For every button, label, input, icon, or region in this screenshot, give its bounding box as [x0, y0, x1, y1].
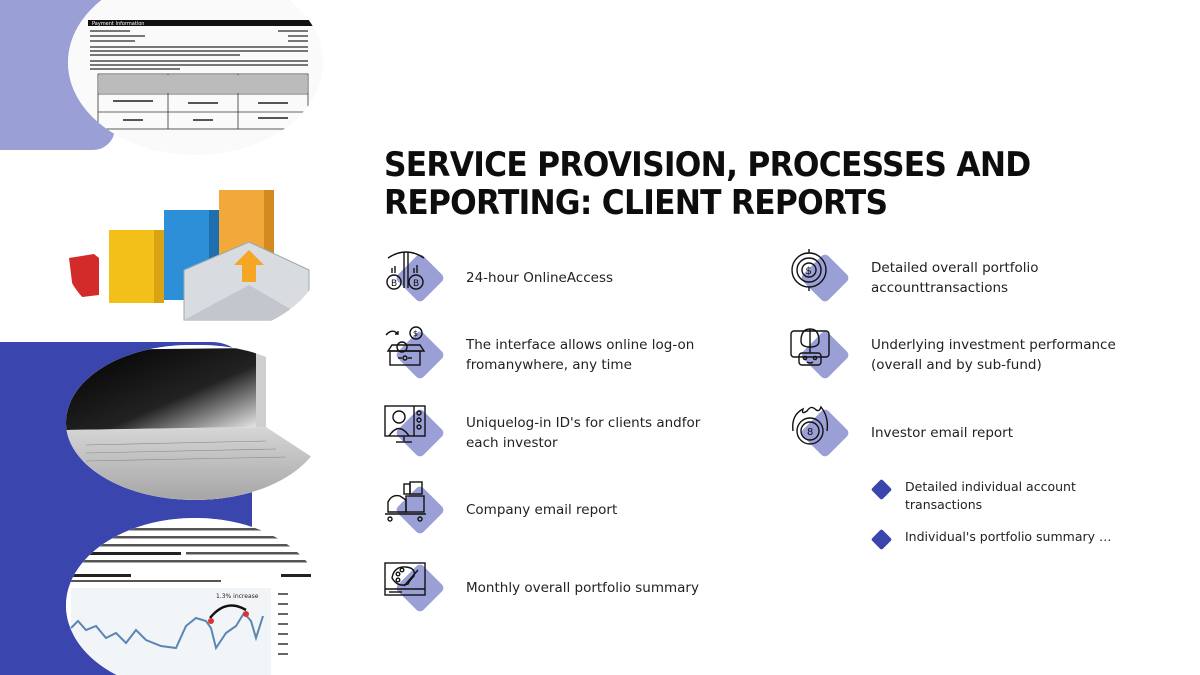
feature-label: 24-hour OnlineAccess	[466, 270, 614, 286]
feature-unique-login: Uniquelog-in ID's for clients andfor eac…	[384, 403, 736, 463]
sub-item-portfolio-summary: Individual's portfolio summary …	[870, 528, 1125, 551]
bitcoin-mining-icon: B B	[386, 251, 425, 290]
feature-label: Monthly overall portfolio summary	[466, 580, 699, 596]
feature-investor-email: 8 Investor email report	[789, 403, 1141, 463]
feature-online-access: B B 24-hour OnlineAccess	[384, 248, 736, 308]
svg-text:8: 8	[807, 427, 813, 438]
feature-label: Company email report	[466, 502, 618, 518]
feature-label: Underlying investment performance (overa…	[871, 337, 1116, 373]
article-chart-annotation: 1.3% increase	[216, 593, 259, 600]
feature-label: Detailed overall portfolio accounttransa…	[871, 260, 1039, 296]
money-box-icon: $	[385, 326, 426, 366]
feature-online-logon: $ The interface allows online log-on fro…	[384, 325, 736, 385]
bar-chart-envelope-photo	[64, 170, 322, 338]
margins-article-photo: 1.3% increase	[66, 518, 324, 675]
palette-screen-icon	[384, 562, 426, 596]
sub-item-individual-transactions: Detailed individual account transactions	[870, 478, 1125, 514]
dollar-target-icon: $	[791, 249, 827, 291]
timer-flame-icon: 8	[792, 405, 829, 445]
svg-text:B: B	[391, 279, 397, 289]
laptop-photo	[66, 345, 324, 500]
feature-portfolio-transactions: $ Detailed overall portfolio accounttran…	[789, 248, 1141, 308]
feature-label: The interface allows online log-on froma…	[466, 337, 695, 373]
desk-cart-icon	[385, 481, 426, 522]
sub-item-label: Individual's portfolio summary …	[905, 529, 1112, 544]
statement-header: Payment Information	[92, 21, 144, 27]
svg-text:$: $	[806, 266, 812, 277]
diamond-bullet-icon	[870, 528, 893, 551]
feature-investment-performance: Underlying investment performance (overa…	[789, 325, 1141, 385]
robot-brain-icon	[790, 328, 830, 366]
svg-text:$: $	[413, 329, 418, 338]
feature-label: Uniquelog-in ID's for clients andfor eac…	[466, 415, 701, 451]
sub-item-label: Detailed individual account transactions	[905, 479, 1076, 512]
feature-label: Investor email report	[871, 425, 1014, 441]
user-monitor-icon	[384, 405, 426, 443]
slide-title: SERVICE PROVISION, PROCESSES AND REPORTI…	[384, 145, 1031, 223]
feature-company-email: Company email report	[384, 480, 736, 540]
feature-monthly-summary: Monthly overall portfolio summary	[384, 558, 736, 618]
diamond-bullet-icon	[870, 478, 893, 501]
payment-statement-photo: Payment Information	[68, 0, 323, 155]
svg-text:B: B	[413, 279, 419, 289]
